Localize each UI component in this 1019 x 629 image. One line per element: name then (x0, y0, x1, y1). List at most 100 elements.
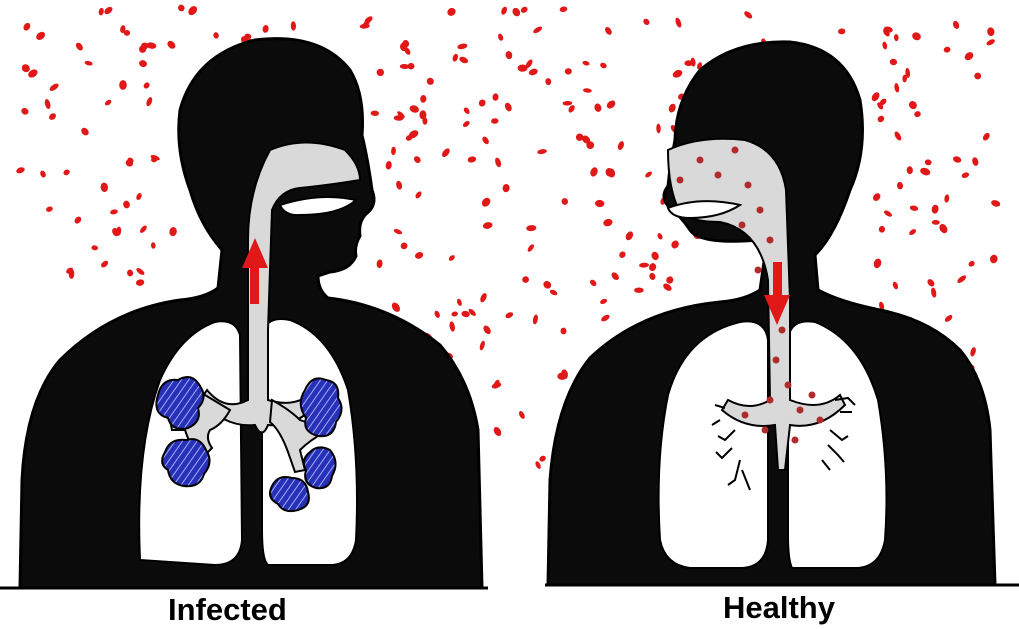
droplet (452, 53, 459, 62)
droplet (938, 223, 949, 235)
droplet (494, 157, 502, 168)
droplet (674, 17, 682, 28)
droplet (930, 287, 937, 298)
droplet (451, 311, 459, 317)
droplet (414, 190, 423, 199)
droplet (22, 22, 32, 32)
droplet (425, 76, 435, 86)
inhaled-droplet (742, 412, 749, 419)
droplet (482, 324, 492, 335)
droplet (961, 171, 970, 179)
healthy-caption: Healthy (723, 592, 835, 623)
droplet (456, 298, 463, 306)
droplet (449, 321, 456, 332)
droplet (604, 26, 613, 36)
droplet (909, 205, 918, 212)
droplet (656, 232, 663, 240)
droplet (73, 215, 82, 225)
droplet (956, 274, 967, 284)
droplet (896, 181, 903, 190)
droplet (122, 200, 130, 209)
droplet (376, 69, 384, 77)
droplet (62, 168, 70, 176)
droplet (639, 262, 649, 267)
droplet (882, 41, 888, 50)
droplet (497, 33, 504, 42)
droplet (505, 50, 513, 59)
droplet (537, 148, 547, 154)
droplet (75, 41, 85, 51)
droplet (644, 170, 653, 178)
droplet (526, 225, 537, 232)
droplet (145, 96, 153, 107)
droplet (528, 68, 539, 77)
droplet (262, 25, 269, 34)
droplet (492, 426, 503, 438)
droplet (135, 192, 143, 201)
droplet (908, 228, 917, 236)
droplet (151, 242, 156, 249)
droplet (526, 243, 535, 253)
droplet (617, 140, 626, 151)
droplet (187, 4, 199, 17)
droplet (440, 147, 451, 158)
droplet (963, 50, 975, 62)
droplet (911, 31, 923, 42)
droplet (952, 20, 961, 30)
droplet (943, 46, 951, 53)
droplet (986, 27, 995, 37)
droplet (872, 258, 882, 270)
droplet (467, 156, 477, 164)
droplet (532, 314, 539, 325)
droplet (395, 180, 403, 190)
droplet (907, 99, 918, 110)
droplet (480, 196, 492, 208)
droplet (931, 204, 939, 214)
droplet (538, 455, 547, 463)
droplet (542, 279, 553, 290)
droplet (583, 88, 592, 93)
droplet (532, 25, 543, 34)
droplet (100, 259, 110, 268)
droplet (463, 106, 471, 115)
droplet (656, 124, 661, 134)
droplet (491, 118, 499, 124)
droplet (169, 226, 178, 236)
droplet (446, 6, 457, 17)
droplet (624, 230, 634, 241)
droplet (610, 271, 620, 282)
droplet (648, 272, 656, 281)
droplet (893, 130, 903, 141)
droplet (671, 68, 683, 79)
droplet (545, 78, 551, 86)
droplet (500, 6, 508, 16)
droplet (634, 288, 644, 293)
droplet (39, 170, 47, 179)
droplet (110, 209, 119, 215)
droplet (561, 197, 569, 206)
droplet (913, 110, 921, 118)
inhaled-droplet (715, 172, 722, 179)
infected-caption: Infected (168, 594, 287, 625)
droplet (291, 21, 297, 31)
inhaled-droplet (739, 222, 746, 229)
droplet (15, 166, 25, 174)
droplet (582, 60, 590, 66)
droplet (504, 311, 514, 319)
droplet (600, 313, 611, 322)
droplet (561, 328, 567, 335)
droplet (642, 18, 651, 27)
droplet (138, 59, 148, 68)
droplet (919, 167, 931, 177)
healthy-figure (545, 42, 1019, 585)
droplet (973, 71, 983, 81)
droplet (989, 254, 998, 264)
droplet (518, 410, 526, 420)
droplet (969, 346, 977, 357)
droplet (878, 226, 885, 233)
droplet (982, 132, 992, 142)
droplet (504, 102, 513, 113)
droplet (166, 39, 177, 50)
inhaled-droplet (767, 397, 774, 404)
